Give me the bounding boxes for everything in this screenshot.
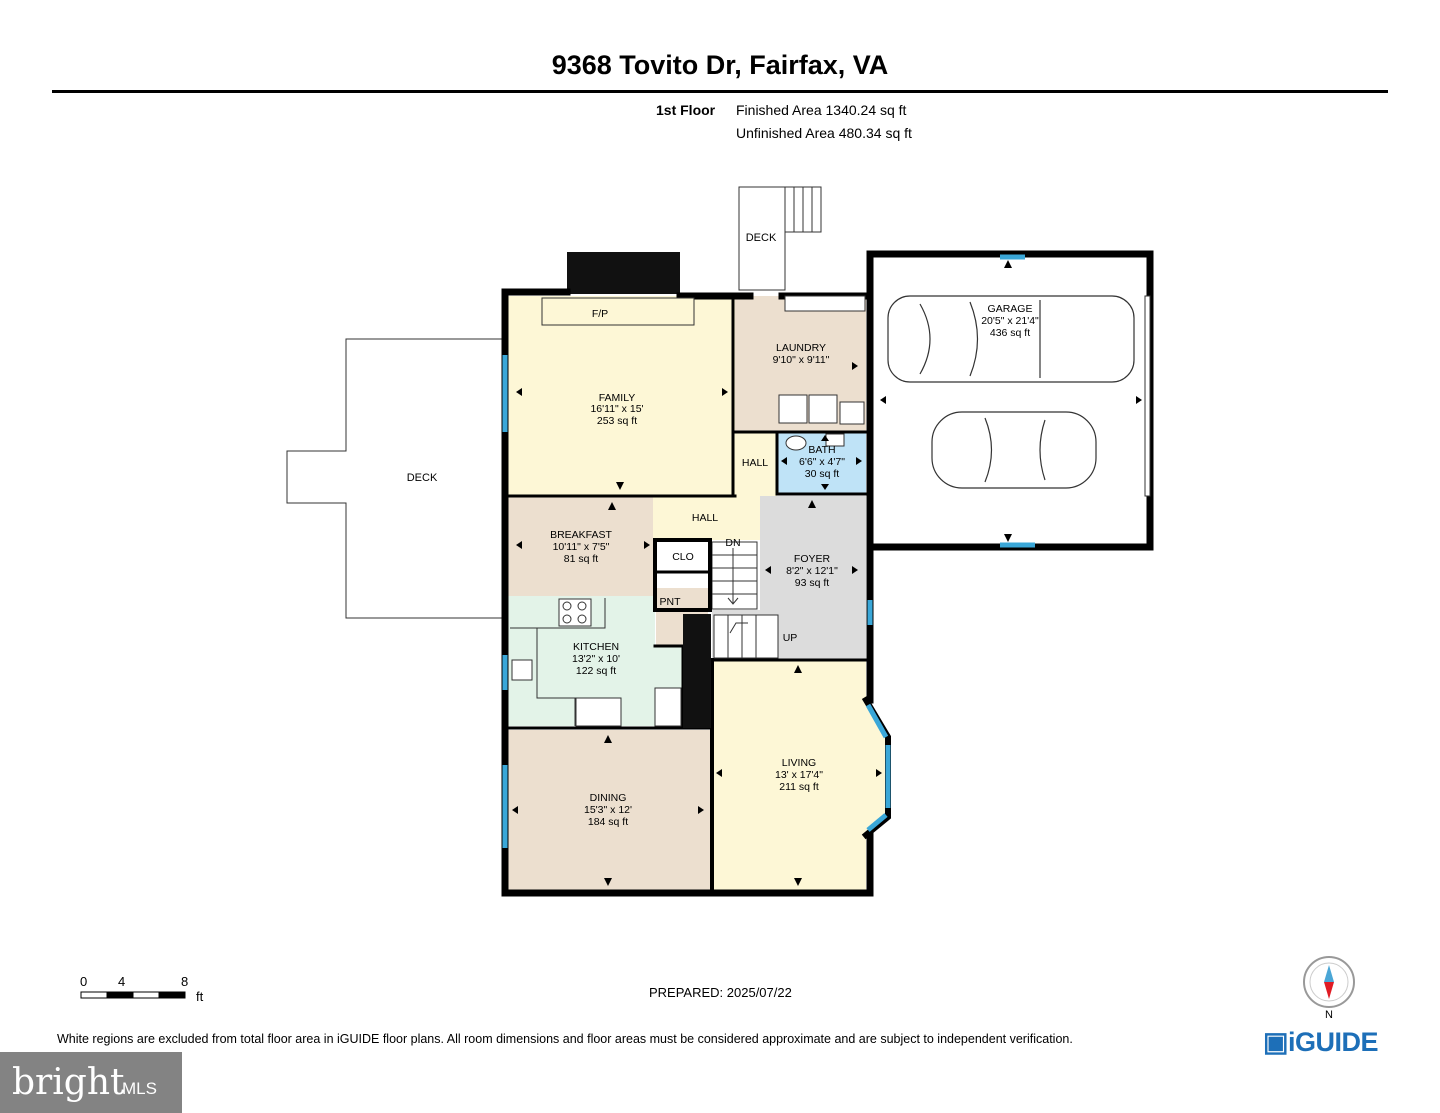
iguide-logo-text: iGUIDE: [1288, 1027, 1379, 1057]
stair-wall-block: [683, 614, 711, 728]
mls-text: MLS: [122, 1079, 157, 1098]
stairs-down: [711, 541, 758, 610]
dining-area: 184 sq ft: [588, 816, 628, 828]
bright-text: bright: [12, 1062, 125, 1103]
scale-tick-0: 0: [80, 974, 87, 989]
closet-label: CLO: [672, 551, 694, 563]
disclaimer: White regions are excluded from total fl…: [57, 1032, 1073, 1046]
dimension-arrows: [512, 260, 1142, 886]
living-dims: 13' x 17'4": [775, 769, 823, 781]
bright-mls-watermark: bright MLS: [0, 1052, 182, 1113]
iguide-logo: ▣iGUIDE: [1263, 1027, 1379, 1058]
bath-dims: 6'6" x 4'7": [799, 456, 845, 468]
chimney: [567, 252, 680, 294]
compass-icon: N: [1303, 956, 1355, 1021]
kitchen-name: KITCHEN: [573, 641, 619, 653]
hall-upper-label: HALL: [742, 457, 768, 469]
family-name: FAMILY: [599, 392, 636, 404]
foyer-name: FOYER: [794, 553, 831, 565]
living-name: LIVING: [782, 757, 816, 769]
garage-truck: [887, 295, 1135, 383]
unfinished-area: Unfinished Area 480.34 sq ft: [736, 125, 912, 141]
foyer-dims: 8'2" x 12'1": [786, 565, 838, 577]
bath-fixtures: [785, 433, 845, 451]
compass-north-label: N: [1325, 1009, 1333, 1021]
laundry-dims: 9'10" x 9'11": [773, 354, 830, 366]
scale-unit: ft: [196, 989, 204, 1004]
dining-dims: 15'3" x 12': [584, 804, 632, 816]
hall-lower-label: HALL: [692, 512, 718, 524]
pantry-label: PNT: [660, 596, 682, 608]
scale-bar: 0 4 8 ft: [80, 974, 204, 1004]
prepared-date: PREPARED: 2025/07/22: [649, 985, 792, 1000]
foyer-area: 93 sq ft: [795, 577, 830, 589]
family-dims: 16'11" x 15': [590, 403, 643, 415]
breakfast-dims: 10'11" x 7'5": [553, 541, 610, 553]
fireplace-label: F/P: [592, 308, 608, 320]
dining-name: DINING: [590, 792, 627, 804]
garage-door: [1144, 295, 1151, 497]
title-rule: [52, 90, 1388, 93]
breakfast-area: 81 sq ft: [564, 553, 599, 565]
living-fill: [714, 661, 888, 890]
windows: [502, 254, 1035, 848]
deck-top-label: DECK: [746, 232, 777, 244]
laundry-name: LAUNDRY: [776, 342, 826, 354]
kitchen-dims: 13'2" x 10': [572, 653, 620, 665]
garage-car: [931, 411, 1097, 489]
garage-name: GARAGE: [988, 303, 1033, 315]
scale-tick-4: 4: [118, 974, 125, 989]
page-title: 9368 Tovito Dr, Fairfax, VA: [551, 50, 889, 80]
laundry-appliances: [778, 295, 866, 425]
dining-fill: [507, 730, 711, 890]
living-area: 211 sq ft: [779, 781, 819, 793]
family-area: 253 sq ft: [597, 415, 637, 427]
family-fill: [507, 296, 735, 496]
breakfast-name: BREAKFAST: [550, 529, 612, 541]
bath-area: 30 sq ft: [805, 468, 840, 480]
kitchen-area: 122 sq ft: [576, 665, 616, 677]
deck-stairs: [784, 186, 822, 233]
hall-upper-fill: [735, 432, 777, 498]
stairs-up: [713, 614, 779, 659]
bath-name: BATH: [808, 444, 835, 456]
stairs-up-label: UP: [783, 632, 798, 644]
left-deck: [286, 338, 504, 619]
deck-left-label: DECK: [407, 472, 438, 484]
hall-lower-fill: [653, 496, 760, 540]
stairs-down-label: DN: [725, 537, 740, 549]
breakfast-fill: [507, 496, 653, 596]
garage-dims: 20'5" x 21'4": [981, 315, 1039, 327]
floor-name: 1st Floor: [656, 102, 716, 118]
fireplace: [541, 297, 695, 326]
finished-area: Finished Area 1340.24 sq ft: [736, 102, 907, 118]
top-deck: [738, 186, 786, 291]
scale-tick-8: 8: [181, 974, 188, 989]
iguide-logo-icon: ▣: [1263, 1027, 1289, 1057]
kitchen-counters: [510, 598, 682, 727]
garage-area: 436 sq ft: [990, 327, 1030, 339]
